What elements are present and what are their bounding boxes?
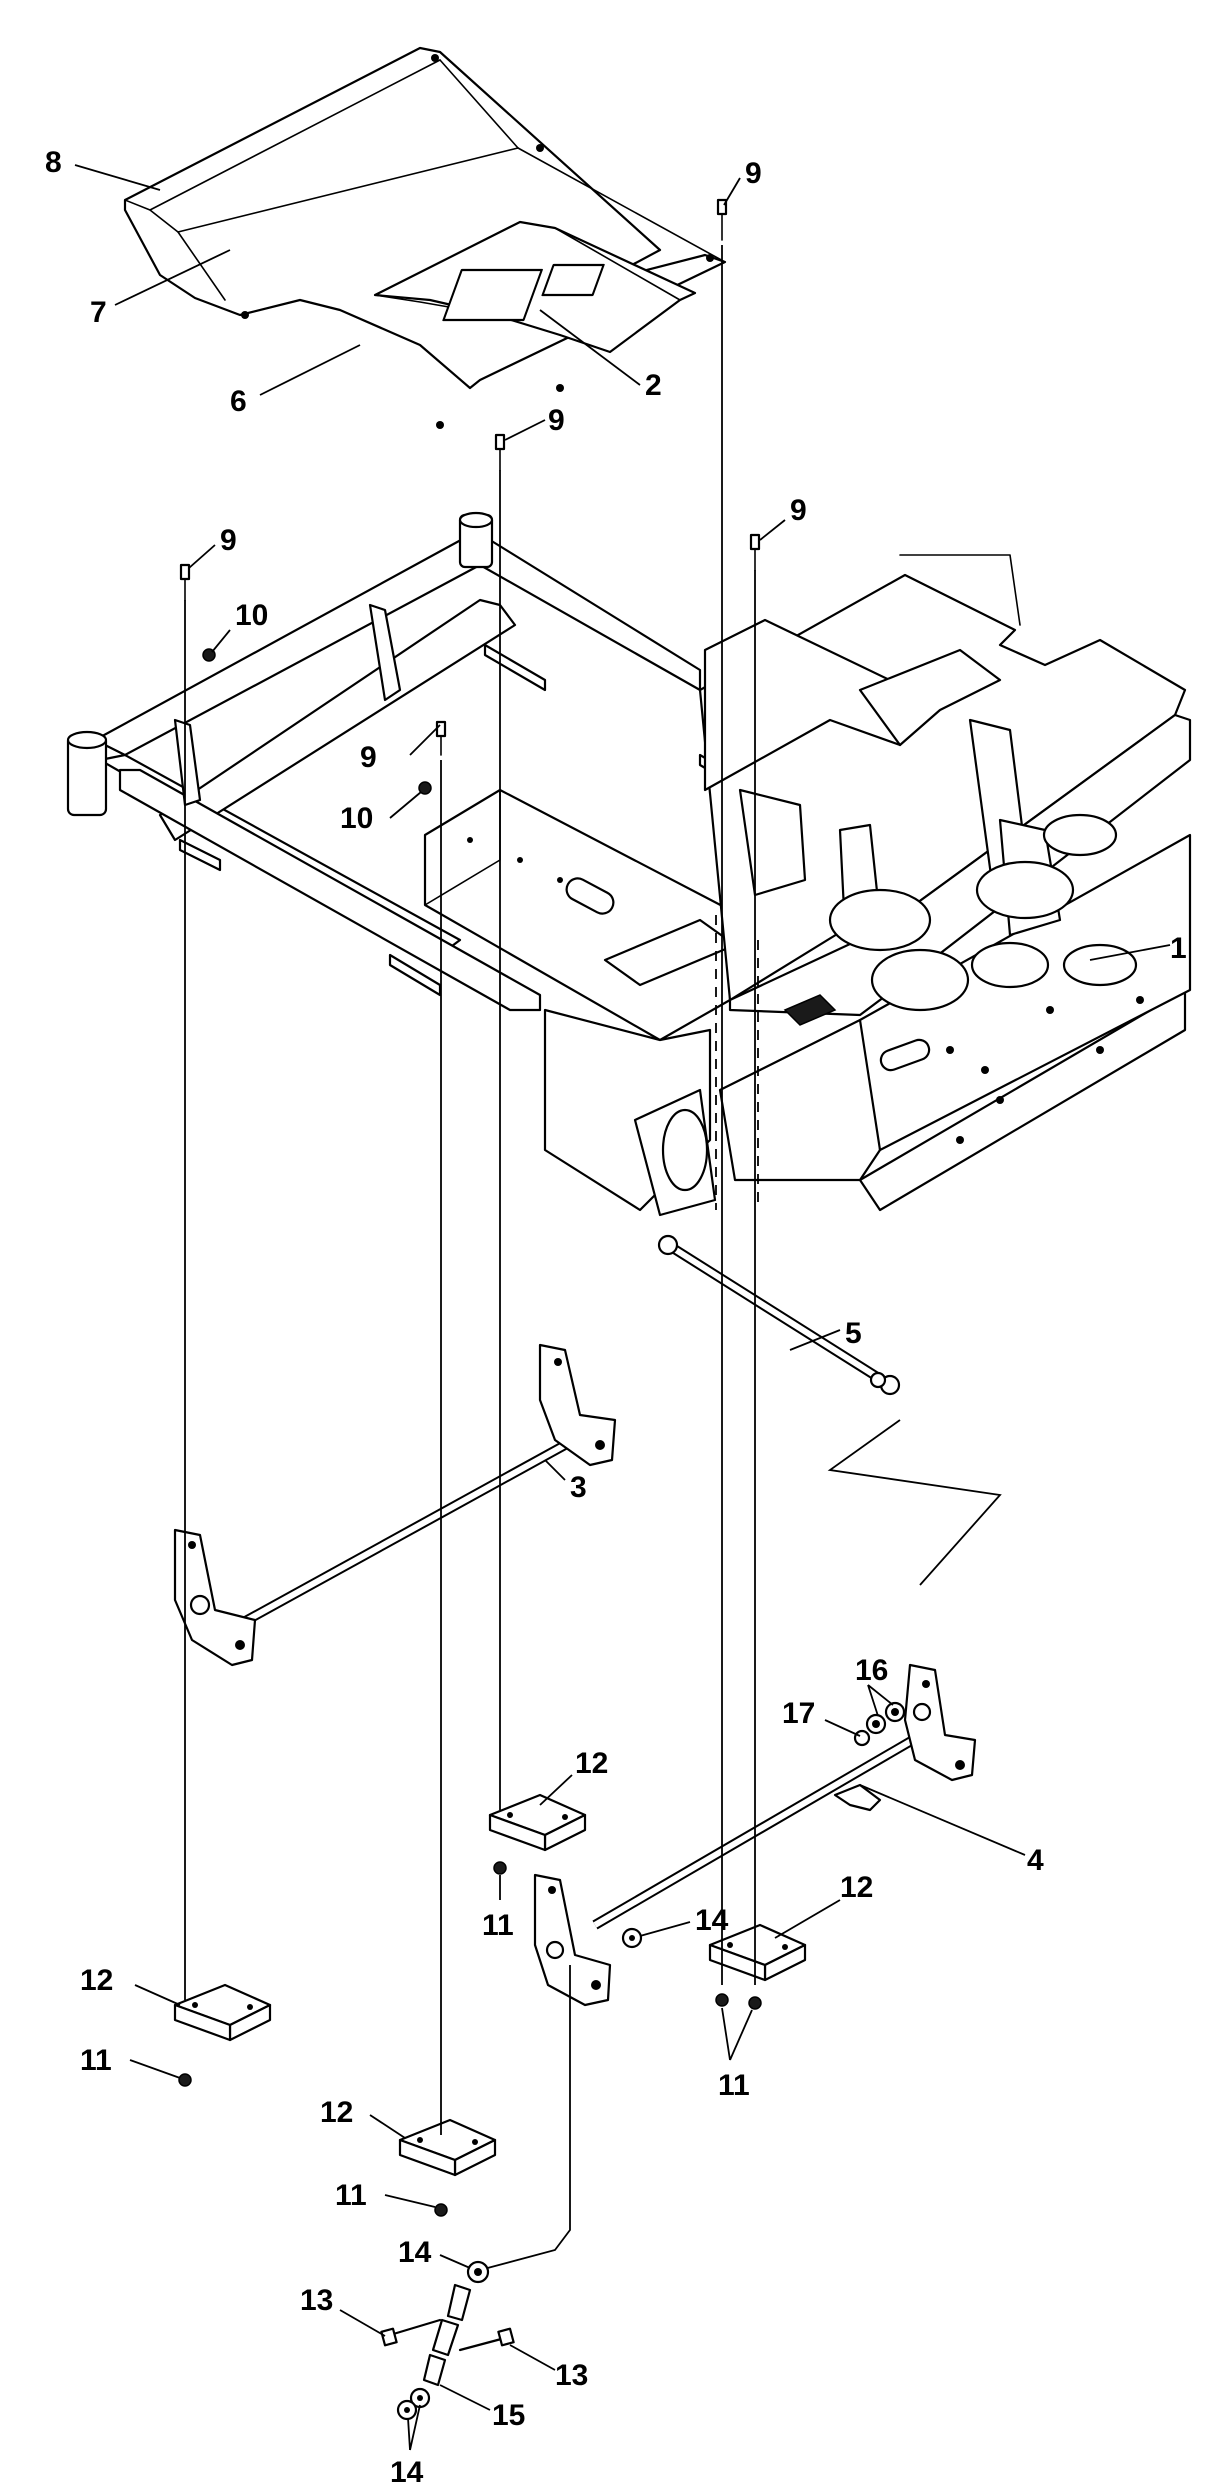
callout-12-mid: 12 [575,1747,608,1780]
callout-9-cover: 9 [548,404,565,437]
callout-12-left: 12 [80,1964,113,1997]
callout-5: 5 [845,1317,862,1350]
assembly-lines [184,245,756,2271]
nuts-11 [178,1861,762,2217]
callout-2: 2 [645,369,662,402]
callout-8: 8 [45,146,62,179]
chain-link-assembly [380,2260,515,2421]
cover-panel [123,46,727,429]
callout-13-left: 13 [300,2284,333,2317]
callout-14-middle: 14 [398,2236,432,2269]
callout-14-lower: 14 [390,2456,424,2488]
callout-12-center: 12 [320,2096,353,2129]
callout-9-left: 9 [220,524,237,557]
bracket-left [173,1983,272,2042]
callout-7: 7 [90,296,107,329]
callout-10-lower: 10 [340,802,373,835]
callout-9-right: 9 [790,494,807,527]
leader-lines [74,164,1171,2451]
washers-and-clip [853,1701,906,1747]
shaft-rod [657,1234,901,1396]
callout-9-mid: 9 [360,741,377,774]
callout-1: 1 [1170,932,1187,965]
callout-3: 3 [570,1471,587,1504]
callout-11-mid: 11 [482,1909,514,1942]
callout-9-top: 9 [745,157,762,190]
callout-17: 17 [782,1697,815,1730]
callout-11-left: 11 [80,2044,112,2077]
bracket-center [398,2118,497,2177]
callout-15: 15 [492,2399,525,2432]
rocker-shaft-assembly [173,1343,617,1667]
bolts [179,198,761,756]
callout-14-upper: 14 [695,1904,729,1937]
callout-16: 16 [855,1654,888,1687]
callout-11-right: 11 [718,2069,750,2102]
main-frame [66,511,1192,1217]
callout-4: 4 [1027,1844,1044,1877]
callout-labels: 1 2 3 4 5 6 7 8 9 9 9 9 9 10 10 11 11 11… [45,146,1187,2488]
rocker-shaft-lower [533,1663,977,2007]
callout-6: 6 [230,385,247,418]
callout-12-right: 12 [840,1871,873,1904]
seat-plate [373,220,697,354]
callout-11-center: 11 [335,2179,367,2212]
callout-13-right: 13 [555,2359,588,2392]
callout-10-upper: 10 [235,599,268,632]
bracket-mid [488,1793,587,1852]
